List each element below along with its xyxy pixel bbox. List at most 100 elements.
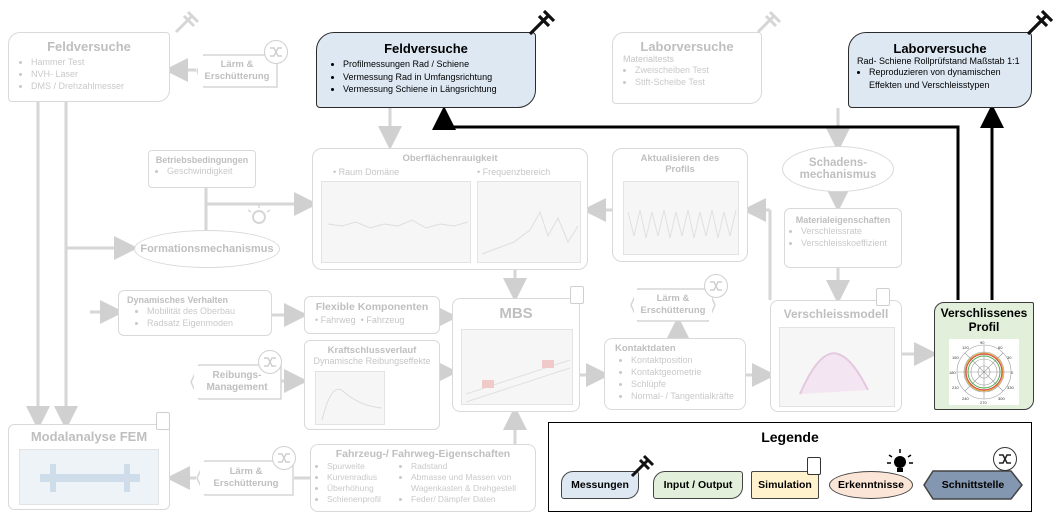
fahrzeug-box: Fahrzeug-/ Fahrweg-Eigenschaften Spurwei… bbox=[310, 444, 536, 512]
schaden-l2: mechanismus bbox=[799, 169, 877, 181]
list-item: Verschleissrate bbox=[801, 225, 901, 237]
feld-main-box: Feldversuche Profilmessungen Rad / Schie… bbox=[316, 32, 536, 108]
oberflaeche-box: Oberflächenrauigkeit • Raum Domäne • Fre… bbox=[312, 148, 588, 270]
flexible-item2: Fahrzeug bbox=[366, 315, 405, 325]
list-item: Normal- / Tangentialkräfte bbox=[631, 390, 745, 402]
frequency-plot bbox=[477, 181, 581, 263]
kontakt-list: Kontaktposition Kontaktgeometrie Schlüpf… bbox=[617, 354, 745, 402]
fahrzeug-col2: Radstand Abmasse und Massen von Wagenkas… bbox=[397, 461, 533, 505]
oberflaeche-right-item: • Frequenzbereich bbox=[477, 167, 551, 177]
betrieb-title: Betriebsbedingungen bbox=[155, 155, 249, 165]
list-item: Profilmessungen Rad / Schiene bbox=[343, 58, 535, 71]
list-item: Feder/ Dämpfer Daten bbox=[411, 494, 533, 505]
mbs-simulation-image bbox=[461, 329, 573, 405]
laerm-top-l2: Erschütterung bbox=[204, 71, 270, 82]
polar-tick: 270 bbox=[980, 400, 987, 405]
shuffle-icon bbox=[704, 274, 728, 298]
labor-left-box: Laborversuche Materialtests Zweischeiben… bbox=[612, 32, 762, 104]
legend-io: Input / Output bbox=[653, 471, 743, 499]
verschlissen-box: Verschlissenes Profil 90 0 270 180 60 30… bbox=[934, 302, 1034, 410]
material-list: Verschleissrate Verschleisskoeffizient bbox=[787, 225, 901, 249]
list-item: Hammer Test bbox=[31, 56, 169, 68]
list-item: Abmasse und Massen von Wagenkasten & Dre… bbox=[411, 472, 533, 494]
material-title: Materialeigenschaften bbox=[795, 215, 891, 225]
schaden-l1: Schadens- bbox=[808, 157, 868, 169]
betrieb-list: Geschwindigkeit bbox=[153, 165, 255, 177]
list-item: Schlüpfe bbox=[631, 378, 745, 390]
list-item: Radstand bbox=[411, 461, 533, 472]
polar-tick: 300 bbox=[998, 396, 1005, 401]
laerm-bot-l2: Erschütterung bbox=[213, 478, 279, 489]
shuffle-icon bbox=[264, 40, 288, 64]
legend-simulation: Simulation bbox=[751, 471, 819, 499]
legend-simulation-label: Simulation bbox=[758, 479, 812, 491]
kontakt-box: Kontaktdaten Kontaktposition Kontaktgeom… bbox=[604, 338, 746, 410]
polar-tick: 240 bbox=[962, 396, 969, 401]
polar-tick: 30 bbox=[1007, 355, 1012, 360]
list-item: Mobilität des Oberbau bbox=[147, 305, 271, 317]
shuffle-icon bbox=[993, 447, 1017, 471]
laerm-mid: Lärm & Erschütterung bbox=[634, 290, 712, 320]
legend-erkenntnisse: Erkenntnisse bbox=[829, 471, 913, 499]
laerm-top: Lärm & Erschütterung bbox=[198, 56, 276, 86]
labor-main-list: Reproduzieren von dynamischen Effekten u… bbox=[855, 66, 1031, 91]
list-item: Radsatz Eigenmoden bbox=[147, 317, 271, 329]
legend-messungen: Messungen bbox=[561, 471, 639, 499]
dynamisch-box: Dynamisches Verhalten Mobilität des Ober… bbox=[118, 290, 272, 336]
laerm-mid-l2: Erschütterung bbox=[640, 305, 706, 316]
oberflaeche-left-label: Raum Domäne bbox=[338, 167, 400, 177]
modal-title: Modalanalyse FEM bbox=[30, 429, 148, 444]
schaden-ellipse: Schadens- mechanismus bbox=[782, 146, 894, 192]
list-item: Spurweite bbox=[327, 461, 381, 472]
feld-left-list: Hammer Test NVH- Laser DMS / Drehzahlmes… bbox=[17, 56, 169, 92]
mbs-box: MBS bbox=[452, 298, 580, 412]
polar-tick: 90 bbox=[980, 340, 985, 345]
profile-update-plot bbox=[623, 181, 739, 255]
caliper-icon bbox=[630, 454, 655, 478]
kontakt-title: Kontaktdaten bbox=[615, 343, 676, 354]
flexible-items: • Fahrweg • Fahrzeug bbox=[315, 315, 405, 325]
list-item: Stift-Scheibe Test bbox=[635, 76, 761, 88]
kraft-title: Kraftschlussverlauf bbox=[327, 345, 417, 356]
verschleissmodell-box: Verschleissmodell bbox=[770, 300, 902, 412]
space-domain-plot bbox=[321, 181, 471, 263]
labor-left-title: Laborversuche bbox=[640, 39, 734, 54]
list-item: NVH- Laser bbox=[31, 68, 169, 80]
polar-tick: 0 bbox=[1011, 370, 1014, 375]
feld-main-title: Feldversuche bbox=[384, 41, 468, 56]
caliper-icon bbox=[756, 10, 782, 34]
shuffle-icon bbox=[272, 446, 296, 470]
list-item: Kurvenradius bbox=[327, 472, 381, 483]
friction-curve-plot bbox=[315, 371, 385, 425]
betrieb-box: Betriebsbedingungen Geschwindigkeit bbox=[148, 150, 256, 188]
laerm-mid-l1: Lärm & bbox=[656, 293, 690, 304]
fahrzeug-col1: Spurweite Kurvenradius Überhöhung Schien… bbox=[313, 461, 381, 505]
legend-erkenntnisse-label: Erkenntnisse bbox=[838, 479, 904, 491]
aktualisieren-box: Aktualisieren des Profils bbox=[612, 148, 748, 262]
caliper-icon bbox=[1026, 9, 1054, 36]
material-box: Materialeigenschaften Verschleissrate Ve… bbox=[784, 208, 902, 268]
legend-schnittstelle-label: Schnittstelle bbox=[941, 479, 1005, 491]
aktualisieren-title-l2: Profils bbox=[665, 164, 695, 175]
list-item: Vermessung Rad in Umfangsrichtung bbox=[343, 71, 535, 84]
labor-left-list: Zweischeiben Test Stift-Scheibe Test bbox=[621, 64, 761, 88]
kraft-box: Kraftschlussverlauf Dynamische Reibungse… bbox=[304, 340, 440, 430]
list-item: Geschwindigkeit bbox=[167, 165, 255, 177]
legend-title: Legende bbox=[761, 429, 819, 445]
dynamisch-title: Dynamisches Verhalten bbox=[127, 295, 229, 305]
caliper-icon bbox=[528, 9, 556, 36]
fahrzeug-title: Fahrzeug-/ Fahrweg-Eigenschaften bbox=[335, 448, 511, 460]
polar-tick: 60 bbox=[998, 345, 1003, 350]
polar-tick: 180 bbox=[949, 370, 956, 375]
flexible-box: Flexible Komponenten • Fahrweg • Fahrzeu… bbox=[304, 296, 440, 334]
legend-box: Legende Messungen Input / Output Simulat… bbox=[548, 422, 1032, 512]
legend-io-label: Input / Output bbox=[663, 479, 733, 491]
laerm-bot-l1: Lärm & bbox=[229, 466, 263, 477]
flexible-item1: Fahrweg bbox=[320, 315, 356, 325]
legend-messungen-label: Messungen bbox=[571, 479, 629, 491]
labor-left-subtitle: Materialtests bbox=[623, 54, 675, 64]
oberflaeche-title: Oberflächenrauigkeit bbox=[402, 153, 498, 164]
verschleissmodell-title: Verschleissmodell bbox=[783, 307, 889, 321]
list-item: Reproduzieren von dynamischen Effekten u… bbox=[869, 66, 1031, 91]
calculator-icon bbox=[807, 457, 821, 475]
